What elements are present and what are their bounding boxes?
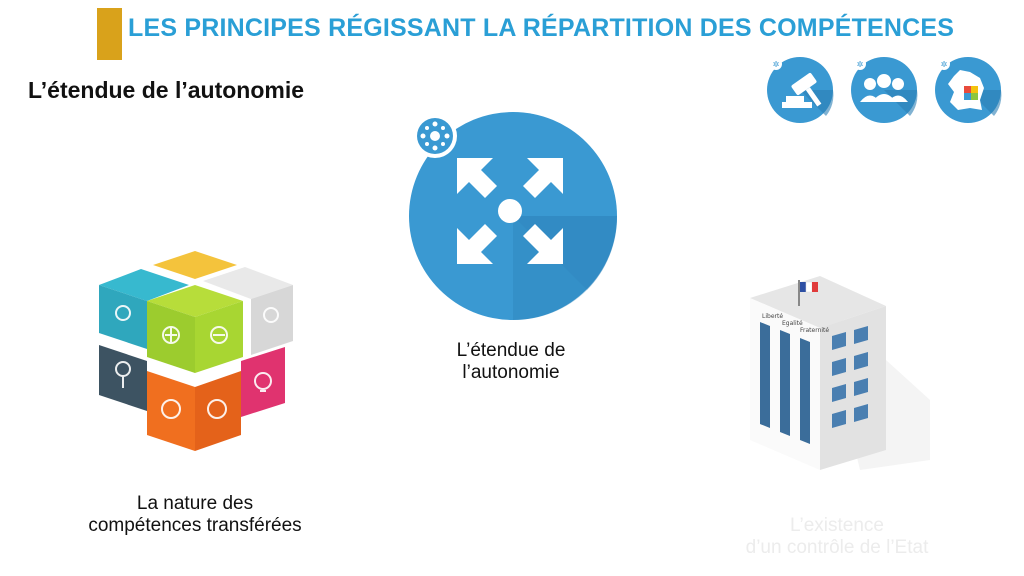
france-map-icon: ✲ xyxy=(935,57,1002,123)
svg-text:✲: ✲ xyxy=(941,60,948,69)
svg-text:✲: ✲ xyxy=(857,60,864,69)
autonomy-caption-line2: l’autonomie xyxy=(462,362,560,383)
nature-caption-line1: La nature des xyxy=(136,493,254,514)
state-building-icon: Liberté Egalité Fraternité xyxy=(750,276,930,470)
autonomy-caption-line1: L’étendue de xyxy=(456,340,566,361)
nav-group-button[interactable]: ✲ xyxy=(850,56,918,124)
gavel-icon: ✲ xyxy=(767,57,834,123)
group-icon: ✲ xyxy=(851,57,918,123)
title-accent-bar xyxy=(97,8,122,60)
page-title: LES PRINCIPES RÉGISSANT LA RÉPARTITION D… xyxy=(128,14,955,42)
autonomy-caption: L’étendue de l’autonomie xyxy=(436,340,586,384)
control-caption-line2: d’un contrôle de l’Etat xyxy=(745,537,929,558)
nature-caption: La nature des compétences transférées xyxy=(60,493,330,537)
expand-arrows-icon xyxy=(409,112,618,321)
control-caption-line1: L’existence xyxy=(789,515,884,536)
motto-egalite: Egalité xyxy=(782,320,803,327)
competence-cube-icon xyxy=(99,251,293,451)
section-title: L’étendue de l’autonomie xyxy=(28,77,305,103)
svg-text:✲: ✲ xyxy=(773,60,780,69)
state-building: Liberté Egalité Fraternité xyxy=(740,270,930,480)
nav-france-map-button[interactable]: ✲ xyxy=(934,56,1002,124)
competence-cube xyxy=(95,245,300,460)
control-caption: L’existence d’un contrôle de l’Etat xyxy=(722,515,952,559)
motto-fraternite: Fraternité xyxy=(800,327,829,334)
motto-liberte: Liberté xyxy=(762,313,783,320)
nature-caption-line2: compétences transférées xyxy=(88,515,302,536)
autonomy-center-icon xyxy=(405,108,620,323)
nav-gavel-button[interactable]: ✲ xyxy=(766,56,834,124)
